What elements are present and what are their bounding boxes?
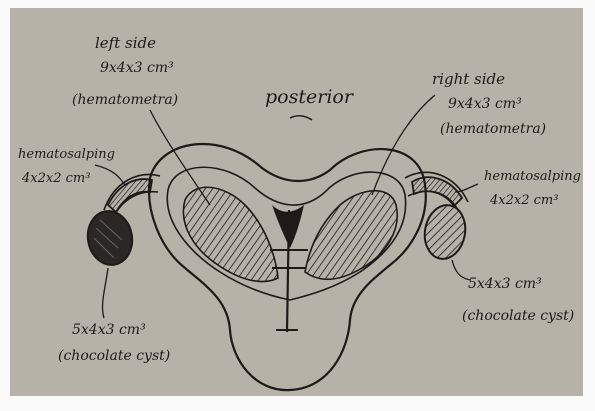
- left-side-note: (hematometra): [72, 92, 178, 108]
- left-cyst-note: (chocolate cyst): [58, 348, 170, 364]
- left-side-title: left side: [95, 34, 156, 52]
- right-side-title: right side: [432, 70, 505, 88]
- right-cyst-size: 5x4x3 cm³: [468, 276, 542, 292]
- right-tube-title: hematosalping: [484, 169, 581, 184]
- right-side-note: (hematometra): [440, 121, 546, 137]
- posterior-label: posterior: [265, 86, 355, 108]
- left-side-size: 9x4x3 cm³: [100, 60, 174, 76]
- left-tube-title: hematosalping: [18, 147, 115, 162]
- left-cyst-size: 5x4x3 cm³: [72, 322, 146, 338]
- left-tube-size: 4x2x2 cm³: [21, 171, 90, 186]
- right-cyst-note: (chocolate cyst): [462, 308, 574, 324]
- right-side-size: 9x4x3 cm³: [448, 96, 522, 112]
- right-tube-size: 4x2x2 cm³: [489, 193, 558, 208]
